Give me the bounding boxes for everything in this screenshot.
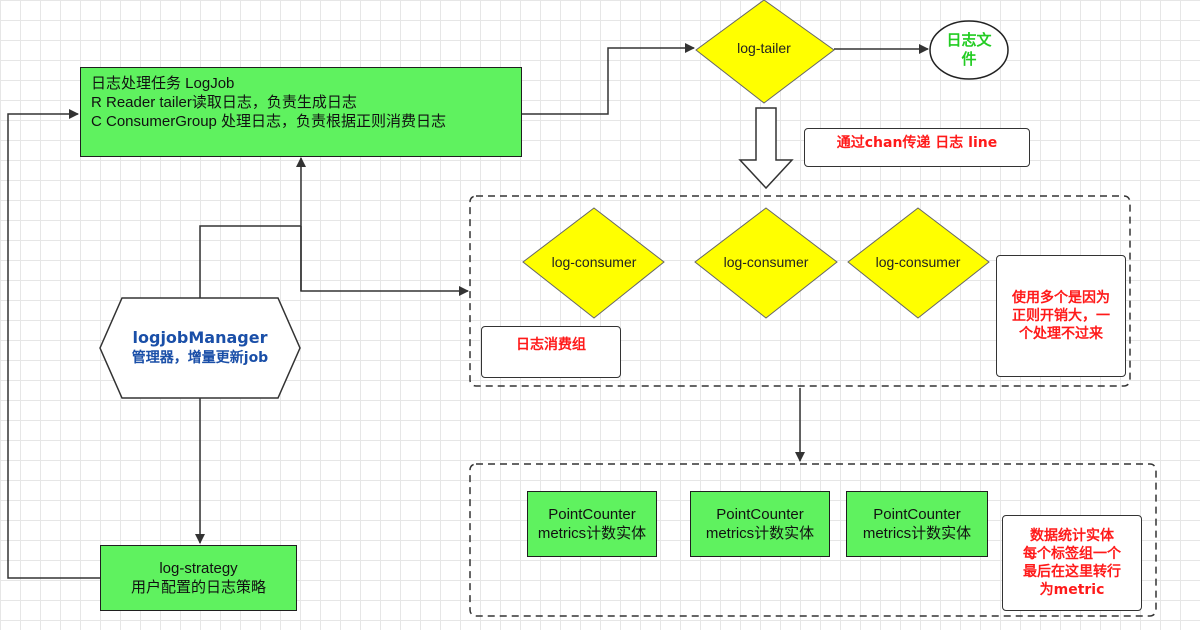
point-counter-1[interactable]: PointCounter metrics计数实体	[527, 491, 657, 557]
edge-manager-up	[199, 225, 301, 298]
consumer-group-label-text: 日志消费组	[516, 337, 586, 353]
edge-logjob-to-tailer	[522, 43, 695, 115]
logfile-ellipse[interactable]	[929, 20, 1009, 80]
point-counter-3-line-1: PointCounter	[873, 506, 961, 523]
multi-consumer-note[interactable]: 使用多个是因为 正则开销大，一 个处理不过来	[996, 255, 1126, 377]
consumer-group-label[interactable]: 日志消费组	[481, 326, 621, 378]
point-counter-3[interactable]: PointCounter metrics计数实体	[846, 491, 988, 557]
metrics-note-line-2: 每个标签组一个	[1023, 546, 1121, 562]
tailer-diamond[interactable]	[695, 0, 835, 104]
chan-note[interactable]: 通过chan传递 日志 line	[804, 128, 1030, 167]
manager-title: logjobManager	[132, 328, 268, 347]
point-counter-2-line-1: PointCounter	[716, 506, 804, 523]
chan-note-text: 通过chan传递 日志 line	[836, 134, 998, 151]
strategy-node[interactable]: log-strategy 用户配置的日志策略	[100, 545, 297, 611]
metrics-note-line-3: 最后在这里转行	[1023, 564, 1121, 580]
manager-label: logjobManager 管理器，增量更新job	[110, 322, 290, 374]
point-counter-1-line-2: metrics计数实体	[537, 525, 647, 542]
logjob-node[interactable]: 日志处理任务 LogJob R Reader tailer读取日志，负责生成日志…	[80, 67, 522, 157]
strategy-line-2: 用户配置的日志策略	[130, 579, 266, 596]
multi-note-line-2: 正则开销大，一	[1012, 308, 1110, 324]
logjob-line-1: 日志处理任务 LogJob	[91, 75, 235, 92]
logfile-label-line-2: 件	[961, 50, 977, 68]
manager-hexagon[interactable]	[99, 297, 301, 399]
point-counter-3-line-2: metrics计数实体	[862, 525, 972, 542]
metrics-note-line-4: 为metric	[1039, 582, 1105, 598]
manager-subtitle: 管理器，增量更新job	[131, 350, 269, 366]
edge-strategy-to-logjob	[7, 109, 100, 579]
multi-note-line-1: 使用多个是因为	[1012, 290, 1110, 306]
logjob-line-2: R Reader tailer读取日志，负责生成日志	[91, 94, 357, 111]
block-arrow-chan	[738, 107, 794, 190]
multi-note-line-3: 个处理不过来	[1019, 326, 1103, 342]
point-counter-2-line-2: metrics计数实体	[705, 525, 815, 542]
metrics-note-line-1: 数据统计实体	[1030, 528, 1114, 544]
strategy-line-1: log-strategy	[159, 560, 238, 577]
metrics-group-container[interactable]	[469, 463, 1157, 617]
point-counter-1-line-1: PointCounter	[548, 506, 636, 523]
logfile-label: 日志文 件	[932, 28, 1006, 72]
consumer-group-container[interactable]	[469, 195, 1131, 387]
consumer-diamond-3[interactable]	[847, 207, 990, 319]
consumer-diamond-1[interactable]	[522, 207, 665, 319]
edge-to-consumer-group	[300, 226, 469, 296]
metrics-note[interactable]: 数据统计实体 每个标签组一个 最后在这里转行 为metric	[1002, 515, 1142, 611]
logjob-line-3: C ConsumerGroup 处理日志，负责根据正则消费日志	[91, 113, 447, 130]
consumer-diamond-2[interactable]	[694, 207, 838, 319]
logfile-label-line-1: 日志文	[946, 31, 992, 49]
point-counter-2[interactable]: PointCounter metrics计数实体	[690, 491, 830, 557]
